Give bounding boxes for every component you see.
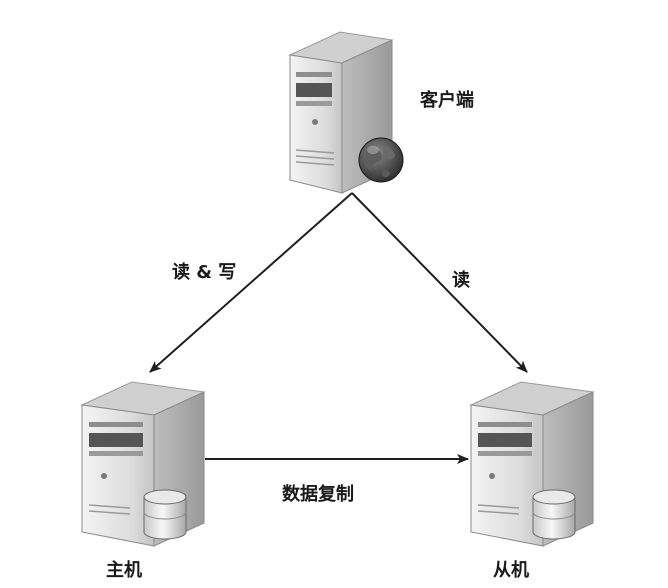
edge-label-read-write: 读 & 写 (172, 262, 237, 283)
edge-label-replication: 数据复制 (282, 484, 354, 505)
master-database-icon (143, 489, 187, 540)
client-label: 客户端 (420, 90, 474, 111)
slave-database-icon (532, 489, 576, 540)
slave-label: 从机 (493, 560, 529, 581)
master-label: 主机 (106, 560, 142, 581)
arrow-read-write (149, 192, 353, 373)
globe-icon (358, 137, 404, 183)
arrow-read (351, 192, 528, 373)
edge-label-read: 读 (452, 270, 470, 291)
